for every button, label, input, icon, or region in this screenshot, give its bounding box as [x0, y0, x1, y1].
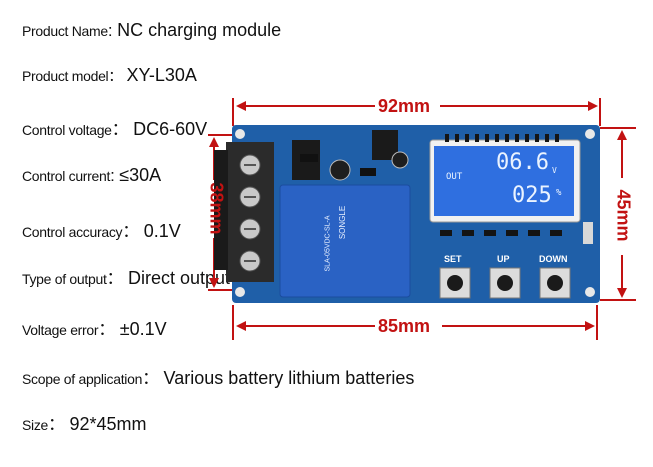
up-button-label: UP — [497, 254, 510, 264]
dimension-top: 92mm — [378, 96, 431, 116]
capacitor — [329, 159, 351, 181]
arrow-head — [588, 101, 598, 111]
terminal-screw — [239, 186, 261, 208]
lcd-percent-value: 025 — [512, 183, 552, 208]
spec-separator: ： — [111, 120, 129, 139]
spec-size: Size： 92*45mm — [22, 410, 147, 435]
spec-label: Control voltage — [22, 122, 112, 138]
spec-value: NC charging module — [117, 20, 282, 40]
down-button-label: DOWN — [539, 254, 568, 264]
spec-value: Various battery lithium batteries — [163, 368, 415, 388]
capacitor — [391, 151, 409, 169]
dimension-lines — [208, 98, 636, 340]
dimension-bottom: 85mm — [378, 316, 431, 336]
spec-value: DC6-60V — [133, 119, 208, 139]
spec-value: XY-L30A — [126, 65, 197, 85]
resistor — [360, 168, 376, 176]
arrow-head — [617, 288, 627, 298]
pcb-board — [232, 125, 600, 303]
spec-label: Scope of application — [22, 371, 143, 387]
screw-slots — [244, 164, 256, 262]
arrow-head — [617, 130, 627, 140]
mounting-hole — [235, 129, 245, 139]
spec-label: Size — [22, 417, 49, 433]
lcd-voltage-value: 06.6 — [496, 150, 549, 175]
smd-row — [440, 230, 562, 236]
dimension-left: 38mm — [206, 182, 227, 235]
spec-separator: ： — [98, 320, 116, 339]
ic-chip — [292, 140, 320, 180]
header-pins — [583, 222, 593, 244]
spec-value: Direct output — [127, 268, 231, 288]
lcd-pins — [445, 134, 559, 142]
spec-control-current: Control current: ≤30A — [22, 165, 161, 186]
spec-output-type: Type of output： Direct output — [22, 264, 230, 289]
spec-value: 92*45mm — [69, 414, 147, 434]
spec-control-voltage: Control voltage： DC6-60V — [22, 115, 207, 140]
terminal-screw — [239, 218, 261, 240]
spec-application-scope: Scope of application： Various battery li… — [22, 364, 414, 389]
spec-label: Product Name — [22, 23, 108, 39]
terminal-screws — [239, 154, 261, 272]
spec-separator: ： — [48, 415, 66, 434]
terminal-screw — [239, 250, 261, 272]
terminal-block — [226, 142, 274, 282]
spec-separator: ： — [142, 369, 160, 388]
terminal-screw — [239, 154, 261, 176]
spec-label: Type of output — [22, 271, 107, 287]
tactile-buttons — [439, 267, 571, 299]
spec-product-name: Product Name: NC charging module — [22, 20, 281, 41]
spec-separator: : — [110, 166, 115, 185]
spec-value: ≤30A — [119, 165, 162, 185]
spec-control-accuracy: Control accuracy： 0.1V — [22, 217, 181, 242]
ic-chip — [372, 130, 398, 160]
arrow-head — [209, 137, 219, 147]
mounting-hole — [585, 129, 595, 139]
lcd-screen — [434, 146, 574, 216]
relay-brand: SONGLE — [338, 205, 348, 240]
spec-value: 0.1V — [143, 221, 181, 241]
resistor — [300, 154, 318, 162]
spec-separator: ： — [122, 222, 140, 241]
lcd-voltage-unit: V — [552, 166, 557, 175]
relay-model: SLA-05VDC-SL-A — [324, 215, 332, 272]
spec-product-model: Product model： XY-L30A — [22, 65, 197, 86]
spec-label: Control current — [22, 168, 111, 184]
mounting-hole — [235, 287, 245, 297]
spec-value: ±0.1V — [119, 319, 167, 339]
spec-separator: ： — [106, 269, 124, 288]
spec-voltage-error: Voltage error： ±0.1V — [22, 315, 167, 340]
spec-label: Product model： — [22, 68, 123, 84]
arrow-head — [585, 321, 595, 331]
lcd-out-label: OUT — [446, 172, 463, 182]
mounting-hole — [585, 287, 595, 297]
relay — [279, 184, 411, 298]
spec-label: Control accuracy — [22, 224, 123, 240]
spec-separator: : — [107, 21, 113, 40]
lcd-percent-unit: % — [556, 188, 562, 198]
lcd-bezel — [429, 139, 581, 223]
set-button-label: SET — [444, 254, 462, 264]
arrow-head — [236, 321, 246, 331]
arrow-head — [236, 101, 246, 111]
spec-label: Voltage error — [22, 322, 99, 338]
dimension-right: 45mm — [613, 189, 634, 242]
